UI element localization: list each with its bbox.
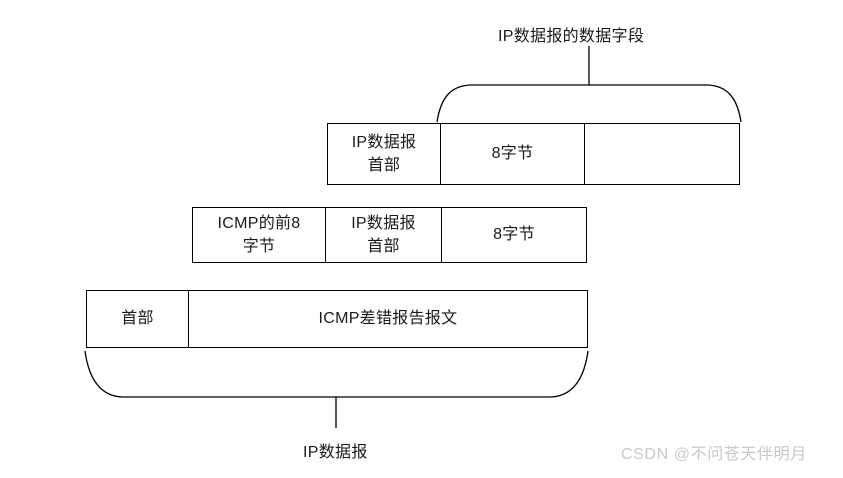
cell-icmp-error-report-message: ICMP差错报告报文 xyxy=(188,290,588,348)
top-brace xyxy=(436,46,742,123)
bottom-brace xyxy=(84,350,589,428)
bottom-brace-curve xyxy=(84,350,589,398)
cell-inner-ip-header: IP数据报 首部 xyxy=(327,123,441,185)
cell-outer-header: 首部 xyxy=(86,290,189,348)
cell-inner-remainder xyxy=(584,123,740,185)
cell-icmp-first-8-bytes: ICMP的前8 字节 xyxy=(192,207,326,263)
cell-icmp-8-bytes: 8字节 xyxy=(441,207,587,263)
cell-icmp-ip-header: IP数据报 首部 xyxy=(325,207,442,263)
csdn-watermark: CSDN @不问苍天伴明月 xyxy=(621,446,807,463)
bottom-brace-label: IP数据报 xyxy=(303,444,368,461)
top-brace-curve xyxy=(436,84,742,123)
cell-inner-8-bytes: 8字节 xyxy=(440,123,585,185)
top-brace-label: IP数据报的数据字段 xyxy=(498,28,645,45)
